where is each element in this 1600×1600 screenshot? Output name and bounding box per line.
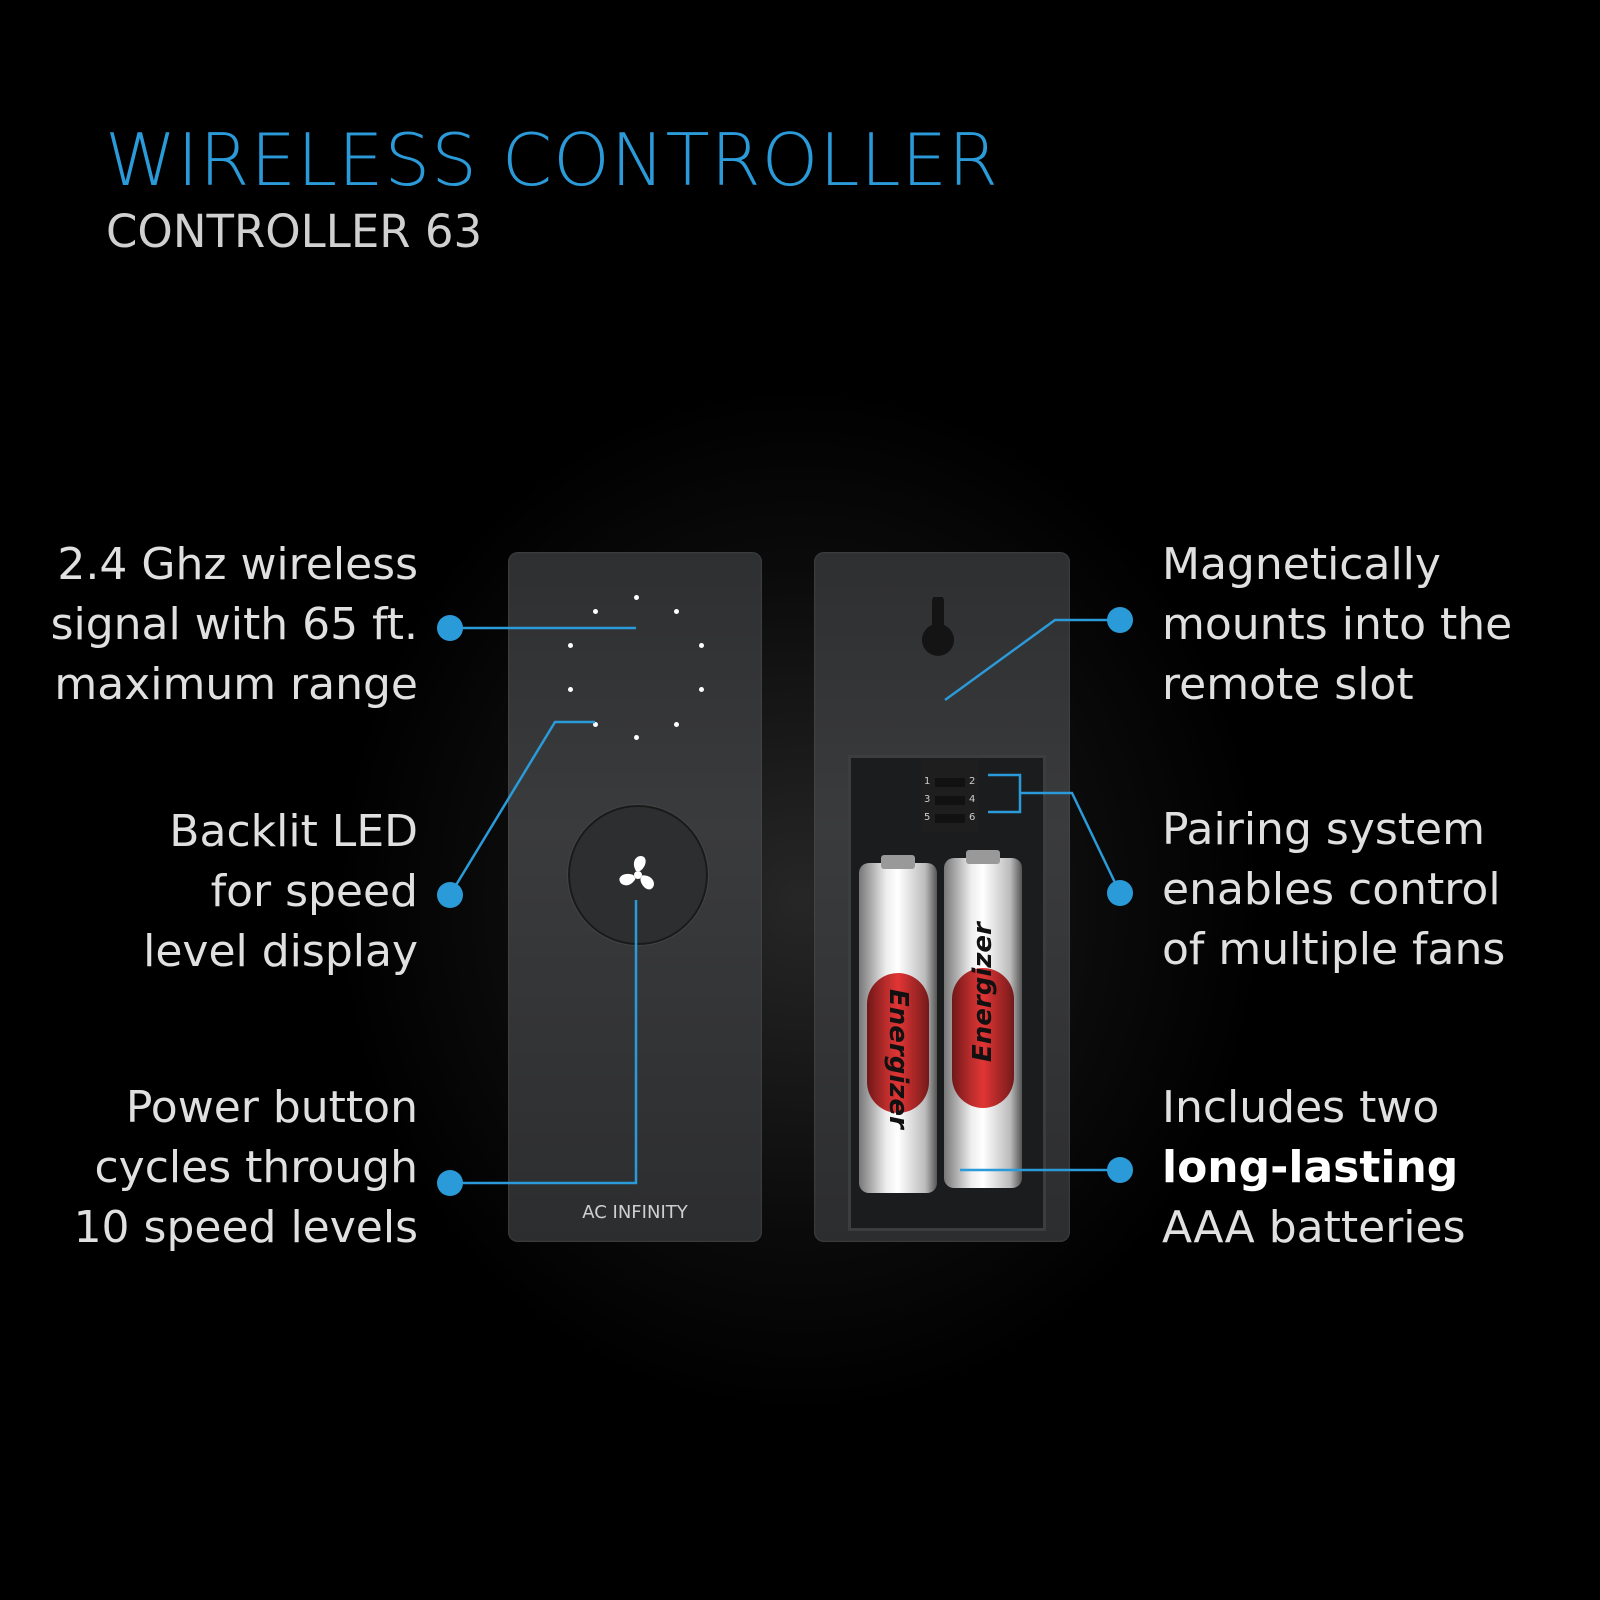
dip-switch-1[interactable]	[935, 778, 965, 787]
callout-line-pairing	[1020, 791, 1122, 894]
power-button[interactable]	[568, 805, 708, 945]
led-dot	[568, 643, 573, 648]
callout-dot	[437, 615, 463, 641]
feature-batteries: Includes two long-lasting AAA batteries	[1162, 1078, 1466, 1258]
battery-aaa: Energizer	[859, 855, 937, 1193]
callout-line-led	[448, 720, 595, 896]
led-dot	[568, 687, 573, 692]
batteries-line-1: Includes two	[1162, 1082, 1440, 1133]
led-dot	[699, 687, 704, 692]
brand-label: AC INFINITY	[582, 1202, 688, 1223]
feature-wireless-range: 2.4 Ghz wireless signal with 65 ft. maxi…	[50, 539, 418, 710]
led-dot	[674, 609, 679, 614]
feature-pairing-system: Pairing system enables control of multip…	[1162, 804, 1506, 975]
callout-line-mount	[944, 618, 1120, 702]
callout-dot	[437, 1170, 463, 1196]
led-dot	[634, 595, 639, 600]
batteries-bold: long-lasting	[1162, 1142, 1459, 1193]
callout-bracket-pairing	[988, 773, 1022, 814]
dip-switch-2[interactable]	[935, 796, 965, 805]
controller-back: 1 2 3 4 5 6 Energizer Energizer	[814, 552, 1070, 1242]
led-dot	[699, 643, 704, 648]
led-dot	[593, 722, 598, 727]
dip-label: 2	[969, 776, 976, 787]
dip-switch-3[interactable]	[935, 814, 965, 823]
callout-dot	[1107, 880, 1133, 906]
mount-keyhole-icon	[922, 597, 954, 656]
fan-icon	[619, 855, 654, 890]
callout-dot	[1107, 607, 1133, 633]
dip-label: 5	[924, 812, 931, 823]
batteries-line-3: AAA batteries	[1162, 1202, 1466, 1253]
led-dot	[674, 722, 679, 727]
callout-dot	[437, 882, 463, 908]
callout-line-power	[450, 900, 638, 1185]
dip-label: 3	[924, 794, 931, 805]
battery-aaa: Energizer	[944, 850, 1022, 1188]
page-title: WIRELESS CONTROLLER	[105, 118, 1000, 202]
dip-label: 4	[969, 794, 976, 805]
dip-label: 1	[924, 776, 931, 787]
led-dot	[593, 609, 598, 614]
feature-backlit-led: Backlit LED for speed level display	[143, 806, 418, 977]
page-subtitle: CONTROLLER 63	[106, 205, 483, 258]
feature-magnetic-mount: Magnetically mounts into the remote slot	[1162, 539, 1513, 710]
feature-power-button: Power button cycles through 10 speed lev…	[73, 1082, 418, 1253]
pairing-dip-switch[interactable]: 1 2 3 4 5 6	[921, 758, 979, 832]
battery-compartment: 1 2 3 4 5 6 Energizer Energizer	[848, 755, 1046, 1231]
dip-label: 6	[969, 812, 976, 823]
led-dot	[634, 735, 639, 740]
callout-dot	[1107, 1157, 1133, 1183]
